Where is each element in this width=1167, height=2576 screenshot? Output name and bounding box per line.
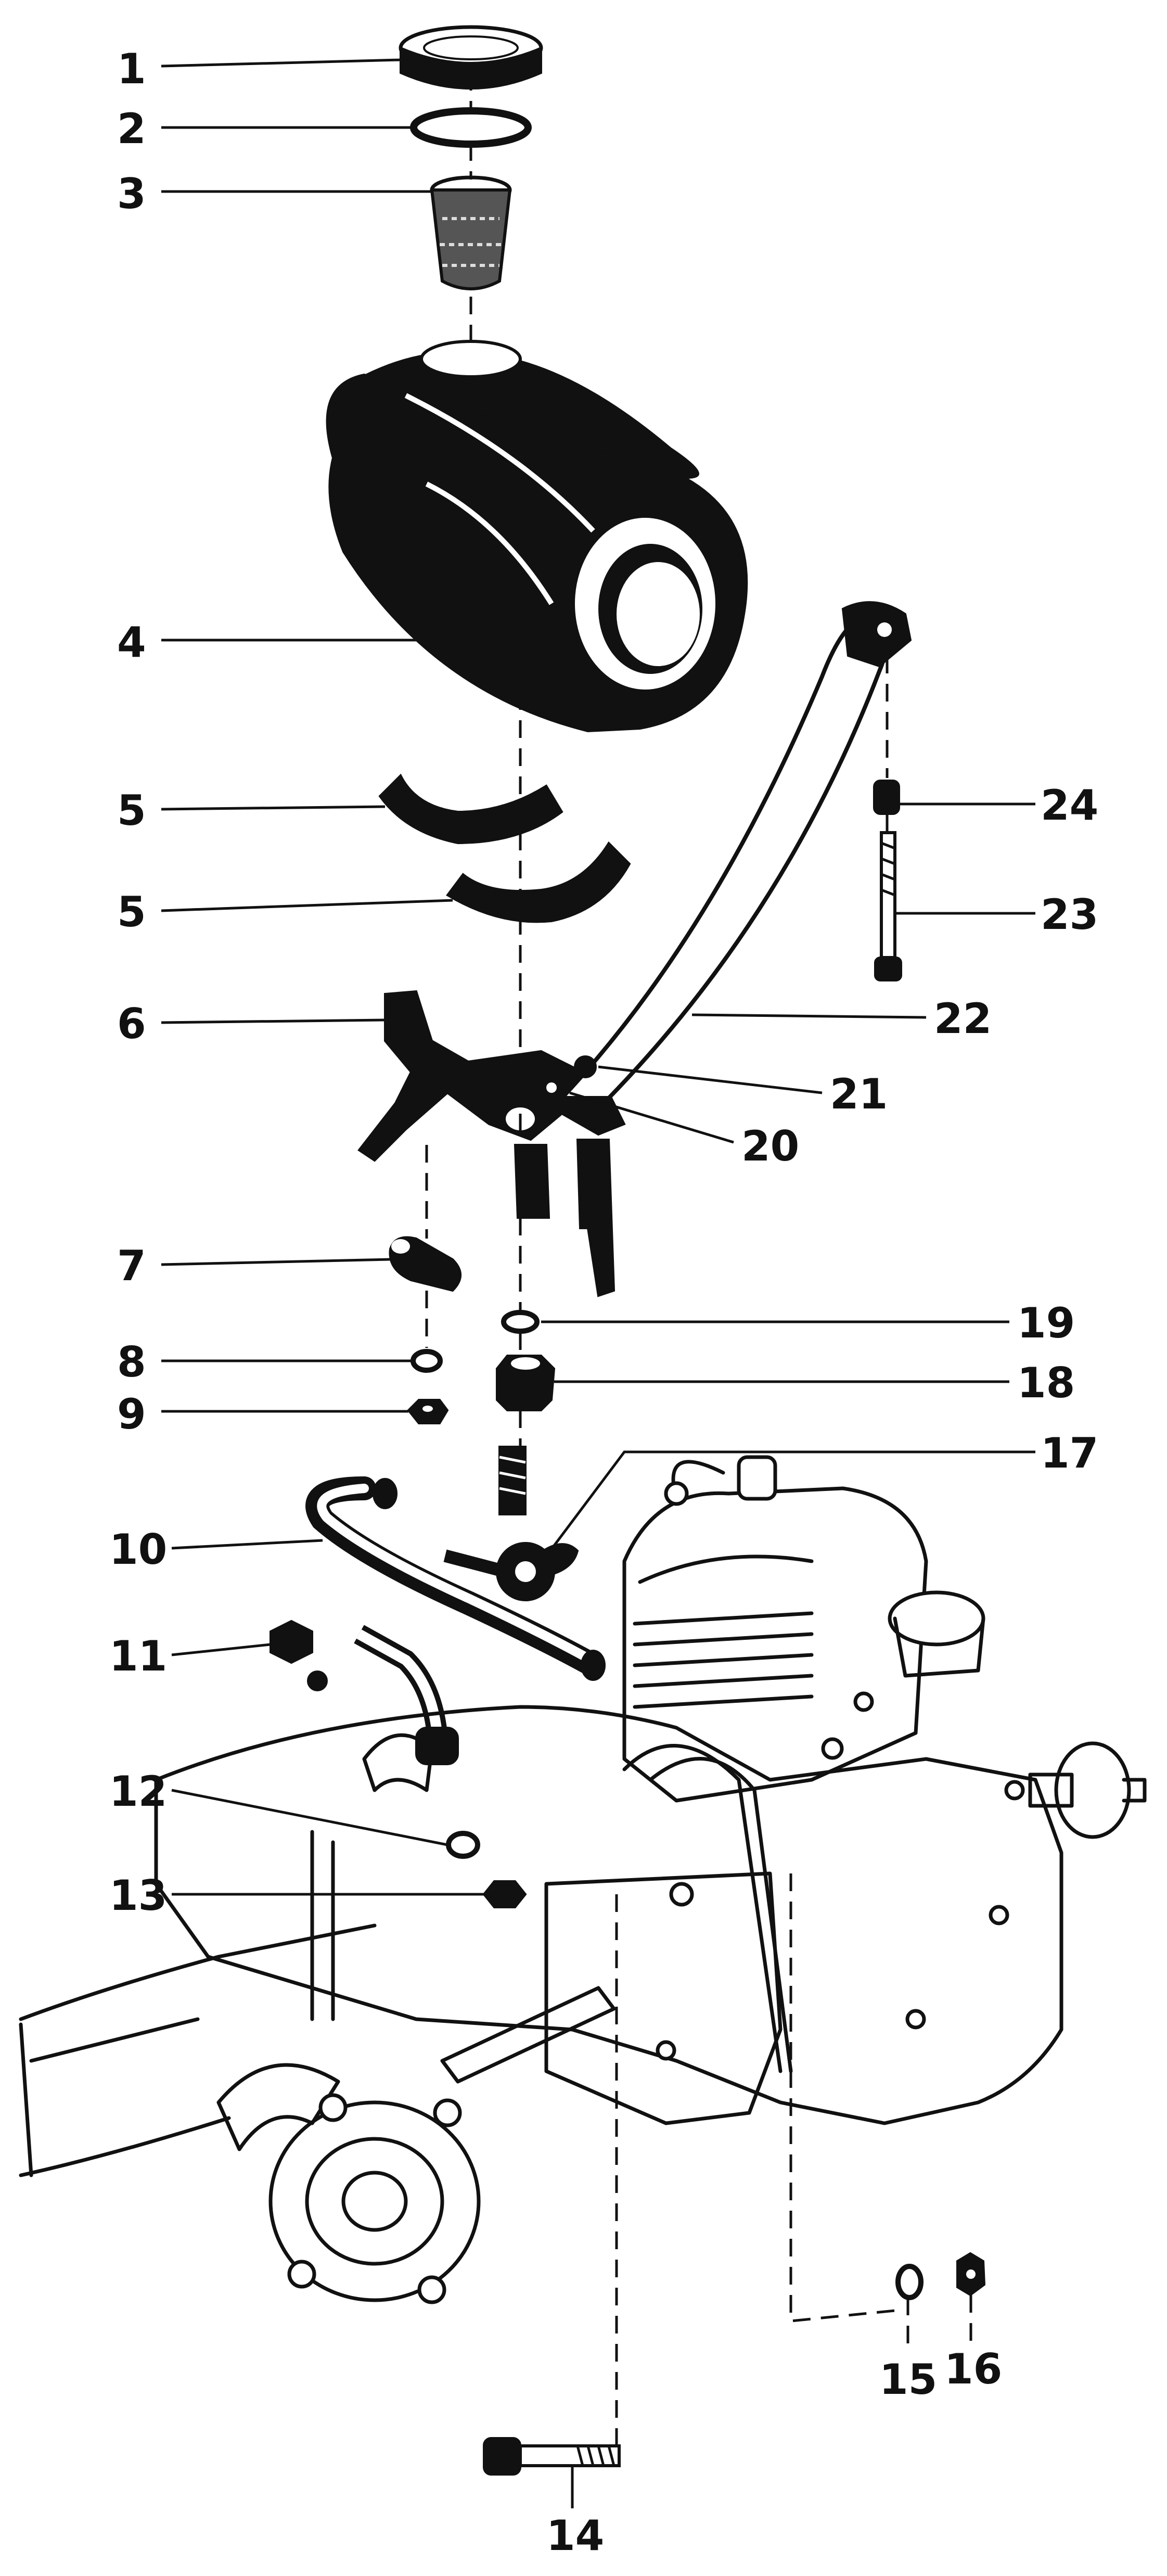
part-bolt-23	[874, 831, 902, 981]
part-nut-16	[956, 2252, 986, 2297]
part-filler-cap	[399, 25, 543, 90]
part-nut-9	[407, 1399, 449, 1424]
callout-16: 16	[944, 2345, 1002, 2393]
part-nut-13	[482, 1880, 527, 1908]
part-fuel-tank	[326, 340, 748, 733]
callout-14: 14	[546, 2511, 604, 2560]
callout-9: 9	[117, 1390, 146, 1438]
part-fuel-tap	[443, 1446, 579, 1601]
callout-2: 2	[117, 105, 146, 153]
part-tank-strap	[557, 601, 912, 1100]
callout-12: 12	[109, 1767, 167, 1816]
part-long-bolt	[483, 2437, 621, 2476]
callout-19: 19	[1017, 1299, 1075, 1347]
callout-15: 15	[879, 2355, 937, 2404]
part-banjo-bolt	[270, 1619, 328, 1691]
part-small-washer-8	[411, 1349, 443, 1373]
part-washer-15	[895, 2264, 924, 2300]
callout-10: 10	[109, 1525, 167, 1574]
part-washer	[410, 107, 532, 148]
callout-17: 17	[1041, 1429, 1098, 1477]
part-pipe-elbow	[354, 1625, 459, 1765]
callout-6: 6	[117, 1000, 146, 1048]
leader-lines	[161, 58, 1035, 2508]
part-washer-19	[501, 1310, 540, 1334]
callout-20: 20	[741, 1122, 799, 1170]
callout-4: 4	[117, 618, 146, 667]
part-tank-band-lower	[446, 841, 631, 923]
callout-5-lower: 5	[117, 888, 146, 936]
part-strap-screw	[537, 1055, 597, 1102]
part-union-fitting	[389, 1236, 461, 1292]
part-tank-band-upper	[378, 773, 563, 845]
callout-8: 8	[117, 1338, 146, 1386]
engine-assembly	[19, 1455, 1147, 2304]
part-large-nut-18	[496, 1355, 556, 1411]
callout-numbers: 1 2 3 4 5 5 6 7 8 9 10 11 12 13 14 15 16…	[109, 45, 1098, 2560]
part-strainer	[430, 175, 512, 290]
callout-13: 13	[109, 1871, 167, 1920]
callout-21: 21	[830, 1070, 888, 1118]
callout-1: 1	[117, 45, 146, 93]
assembly-lines	[425, 73, 972, 2446]
callout-18: 18	[1017, 1359, 1075, 1407]
callout-5-upper: 5	[117, 786, 146, 835]
part-mounting-bracket	[357, 990, 626, 1297]
callout-23: 23	[1041, 890, 1098, 939]
callout-24: 24	[1041, 781, 1098, 830]
part-washer-12	[446, 1831, 480, 1859]
callout-7: 7	[117, 1242, 146, 1290]
callout-3: 3	[117, 170, 146, 218]
callout-22: 22	[934, 994, 992, 1043]
part-fuel-hose	[305, 1476, 606, 1681]
callout-11: 11	[109, 1632, 167, 1680]
part-nut-24	[873, 780, 900, 815]
